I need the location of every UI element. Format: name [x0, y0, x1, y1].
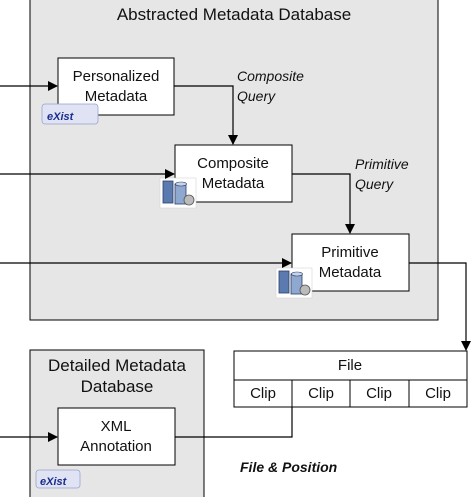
xml-annotation-box[interactable]: [57, 407, 176, 466]
primitive-query-line2: Query: [355, 176, 394, 192]
exist-logo-icon: eXist: [35, 469, 81, 489]
primitive-line1: Primitive: [321, 244, 379, 261]
personalized-line2: Metadata: [85, 88, 148, 105]
composite-line2: Metadata: [202, 175, 265, 192]
exist-logo-icon: eXist: [41, 103, 99, 125]
clip-cell: Clip: [366, 385, 392, 402]
clip-cell: Clip: [425, 385, 451, 402]
arrow-primitive-to-file: [409, 262, 471, 351]
exist-logo-label-2: eXist: [40, 476, 68, 488]
primitive-line2: Metadata: [319, 264, 382, 281]
xml-line1: XML: [101, 418, 132, 435]
detailed-db-title-line1: Detailed Metadata: [48, 356, 187, 375]
file-box[interactable]: [233, 350, 468, 408]
database-server-icon: [275, 267, 313, 299]
composite-query-line1: Composite: [237, 68, 304, 84]
xml-line2: Annotation: [80, 438, 152, 455]
composite-query-line2: Query: [237, 88, 276, 104]
arrow-composite-to-primitive: [292, 173, 355, 234]
composite-line1: Composite: [197, 155, 269, 172]
caption: File & Position: [240, 459, 337, 475]
clip-cell: Clip: [250, 385, 276, 402]
database-server-icon: [159, 177, 197, 209]
primitive-query-line1: Primitive: [355, 156, 409, 172]
file-title: File: [338, 357, 362, 374]
personalized-line1: Personalized: [73, 68, 160, 85]
detailed-db-title-line2: Database: [81, 377, 154, 396]
clip-cell: Clip: [308, 385, 334, 402]
arrow-personalized-to-composite: [174, 85, 238, 145]
abstracted-db-title: Abstracted Metadata Database: [117, 5, 351, 24]
exist-logo-label: eXist: [47, 111, 75, 123]
